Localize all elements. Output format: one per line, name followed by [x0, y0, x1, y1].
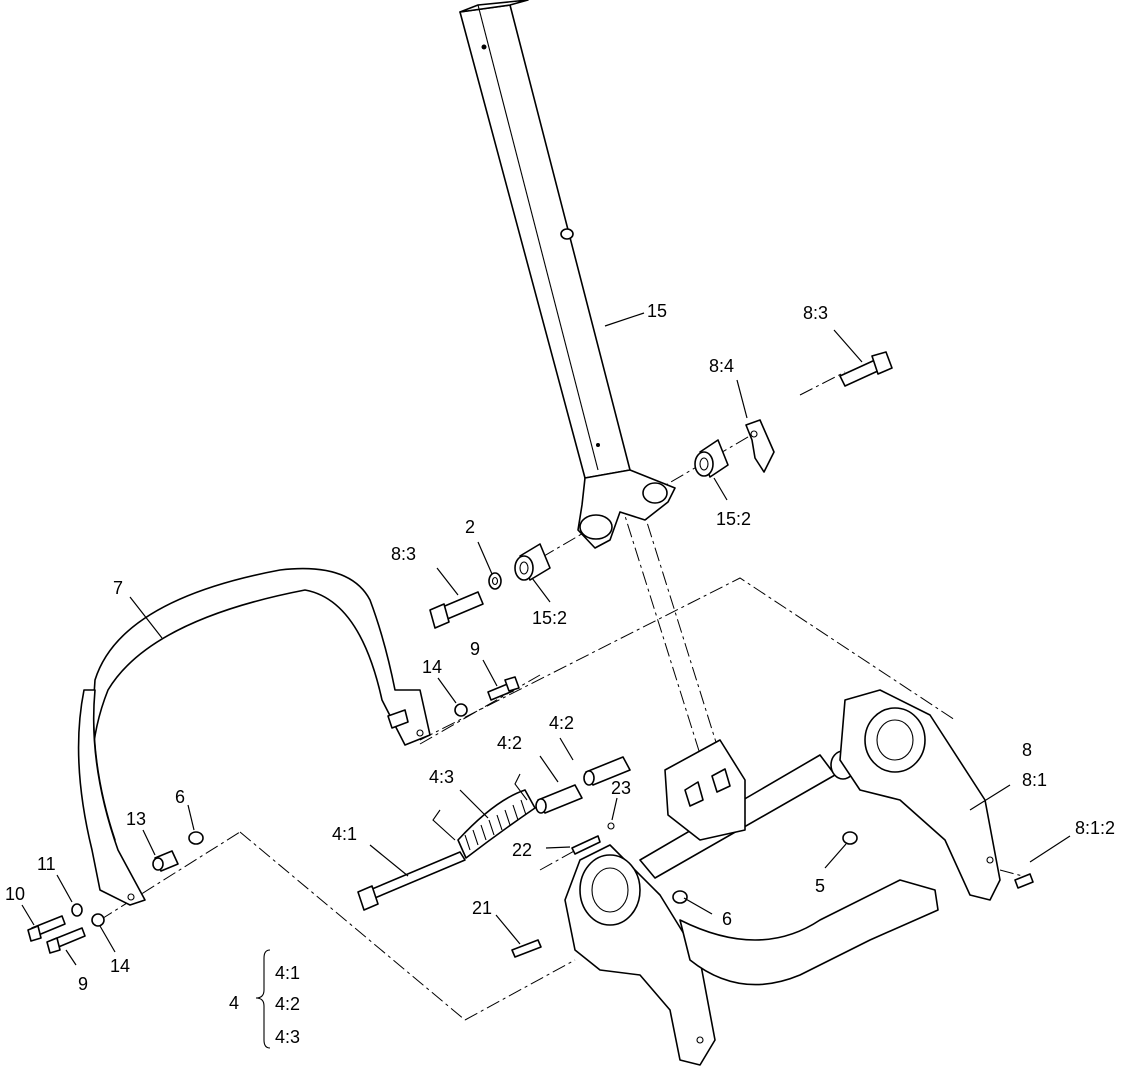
spacer-lower [91, 913, 105, 927]
callout-11: 11 [37, 854, 56, 874]
shaft-4-1 [357, 851, 466, 911]
bolt-upper [487, 676, 520, 701]
callout-23: 23 [611, 778, 631, 798]
nut-6-right [672, 890, 688, 904]
callout-4-1: 4:1 [332, 824, 357, 844]
callout-9-lower: 9 [78, 974, 88, 994]
spacer-upper [454, 703, 468, 717]
callout-8-3-top: 8:3 [803, 303, 828, 323]
bolt-10 [27, 915, 66, 942]
callout-9-upper: 9 [470, 639, 480, 659]
callout-13: 13 [126, 809, 146, 829]
pin-21 [511, 939, 542, 958]
callout-4-2-b: 4:2 [497, 733, 522, 753]
callout-10: 10 [5, 884, 25, 904]
bracket-plate [745, 419, 775, 473]
bolt-top-right [839, 351, 893, 387]
sleeve-4-2-b [583, 756, 631, 786]
assembly-key-parent: 4 [229, 993, 239, 1013]
callout-8-1: 8:1 [1022, 770, 1047, 790]
spring-4-3 [432, 773, 536, 859]
callout-22: 22 [512, 840, 532, 860]
callout-2: 2 [465, 517, 475, 537]
bolt-left [429, 591, 484, 629]
washer [488, 572, 502, 590]
spring-22 [571, 822, 615, 855]
callout-14-lower: 14 [110, 956, 130, 976]
assembly-key-child-3: 4:3 [275, 1027, 300, 1047]
leader-lines [21, 312, 1071, 966]
callout-4-2-a: 4:2 [549, 713, 574, 733]
callout-5: 5 [815, 876, 825, 896]
pedal-lever-tube [459, 0, 676, 549]
bolt-9-lower [46, 927, 86, 954]
washer-11 [71, 903, 83, 917]
callout-15-2-right: 15:2 [716, 509, 751, 529]
callout-7: 7 [113, 578, 123, 598]
callout-15: 15 [647, 301, 667, 321]
pin-8-1-2 [1014, 873, 1034, 889]
callout-15-2-left: 15:2 [532, 608, 567, 628]
callout-8-4: 8:4 [709, 356, 734, 376]
callout-21: 21 [472, 898, 492, 918]
callout-4-3: 4:3 [429, 767, 454, 787]
nut-left [188, 831, 204, 845]
bolt-5 [842, 831, 858, 845]
sleeve-4-2-a [535, 784, 583, 814]
assembly-key-child-1: 4:1 [275, 963, 300, 983]
bushing-right [694, 439, 729, 478]
callout-8: 8 [1022, 740, 1032, 760]
bushing-left [514, 543, 551, 581]
callout-6-left: 6 [175, 787, 185, 807]
hoop-bar [77, 567, 431, 906]
callout-14-upper: 14 [422, 657, 442, 677]
assembly-key-child-2: 4:2 [275, 994, 300, 1014]
callout-8-3-left: 8:3 [391, 544, 416, 564]
bushing-13 [152, 850, 179, 872]
callout-8-1-2: 8:1:2 [1075, 818, 1115, 838]
callout-6-right: 6 [722, 909, 732, 929]
assembly-key: 4 4:1 4:2 4:3 [229, 949, 300, 1049]
main-frame [564, 689, 1001, 1066]
